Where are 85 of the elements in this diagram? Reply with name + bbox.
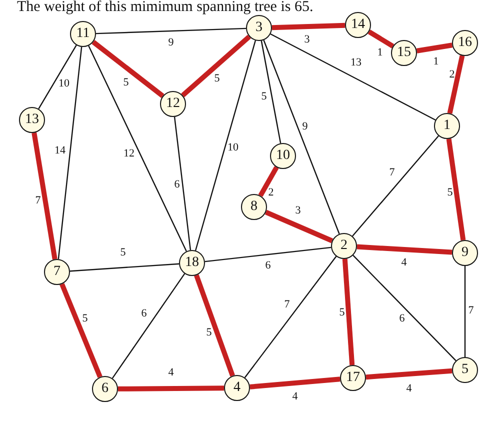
- vertex-circle: 13: [19, 107, 45, 133]
- edge-label: 2: [268, 188, 274, 198]
- highlighted-edge: [342, 258, 355, 366]
- highlighted-edge: [92, 40, 164, 98]
- highlighted-edge: [250, 376, 340, 390]
- edge-label: 6: [399, 314, 405, 324]
- vertex-circle: 7: [44, 259, 70, 285]
- edge: [96, 28, 246, 34]
- highlighted-edge: [118, 386, 224, 392]
- highlighted-edge: [32, 132, 58, 260]
- edge: [244, 256, 337, 378]
- edge-label: 12: [124, 148, 134, 160]
- edge-label: 4: [292, 392, 298, 402]
- highlighted-edge: [447, 55, 465, 114]
- edge-label: 10: [58, 78, 70, 90]
- edge-label: 6: [265, 260, 271, 272]
- edge-label: 5: [82, 314, 88, 324]
- edge-label: 5: [339, 308, 345, 318]
- edge: [58, 46, 82, 260]
- edge-label: 6: [174, 180, 180, 190]
- edge: [194, 40, 256, 251]
- edge-label: 9: [302, 122, 308, 132]
- vertex-circle: 2: [331, 233, 357, 259]
- highlighted-edge: [272, 22, 346, 30]
- vertex-circle: 11: [70, 21, 96, 47]
- highlighted-edge: [60, 283, 102, 378]
- edge: [174, 116, 192, 250]
- edge-label: 4: [401, 258, 407, 268]
- edge-label: 6: [141, 308, 147, 320]
- edge-label: 1: [377, 48, 383, 58]
- edge: [260, 40, 282, 144]
- vertex-circle: 16: [452, 30, 478, 56]
- highlighted-edge: [446, 138, 466, 240]
- edge: [263, 40, 340, 234]
- edge: [464, 266, 466, 357]
- vertex-circle: 15: [391, 40, 417, 66]
- edge-label: 5: [261, 92, 267, 102]
- highlighted-edge: [356, 244, 452, 255]
- edge: [270, 33, 436, 121]
- vertex-circle: 10: [270, 143, 296, 169]
- vertex-circle: 17: [340, 365, 366, 391]
- edge: [352, 135, 439, 237]
- edge-label: 1: [433, 56, 439, 68]
- edge: [204, 246, 332, 262]
- edge-label: 9: [168, 38, 174, 48]
- vertex-circle: 9: [452, 240, 478, 266]
- vertex-circle: 3: [246, 15, 272, 41]
- edge-label: 7: [35, 196, 41, 206]
- edge-label: 14: [54, 146, 66, 156]
- edge-label: 4: [168, 368, 174, 378]
- highlighted-edge: [368, 30, 394, 48]
- vertex-circle: 8: [241, 194, 267, 220]
- vertex-circle: 4: [224, 375, 250, 401]
- highlighted-edge: [416, 42, 453, 54]
- edge-label: 7: [468, 306, 474, 316]
- edge-label: 4: [406, 384, 412, 394]
- vertex-circle: 12: [160, 91, 186, 117]
- edge-label: 5: [123, 78, 129, 88]
- highlighted-edge: [181, 34, 251, 98]
- edge-label: 3: [304, 34, 310, 46]
- edge: [88, 45, 187, 252]
- edge-label: 5: [120, 248, 126, 258]
- edge-label: 10: [228, 142, 238, 154]
- edge-label: 13: [350, 58, 362, 68]
- vertex-circle: 1: [434, 113, 460, 139]
- highlighted-edge: [366, 368, 452, 380]
- highlighted-edge: [264, 210, 334, 244]
- highlighted-edge: [194, 274, 235, 377]
- vertex-circle: 18: [179, 250, 205, 276]
- highlighted-edge: [258, 166, 279, 197]
- edge: [38, 44, 77, 110]
- edge: [112, 273, 186, 379]
- vertex-circle: 14: [345, 12, 371, 38]
- edge-label: 5: [206, 328, 212, 338]
- vertex-circle: 5: [452, 357, 478, 383]
- edge: [352, 254, 456, 362]
- edge-label: 3: [295, 206, 301, 216]
- title: The weight of this mimimum spanning tree is 65.: [17, 0, 314, 15]
- vertex-circle: 6: [92, 376, 118, 402]
- edge: [70, 263, 180, 272]
- edge-label: 5: [214, 74, 220, 84]
- edge-label: 7: [389, 168, 395, 178]
- edge-label: 5: [447, 188, 453, 198]
- edge-label: 7: [284, 300, 290, 310]
- edge-label: 2: [449, 70, 455, 80]
